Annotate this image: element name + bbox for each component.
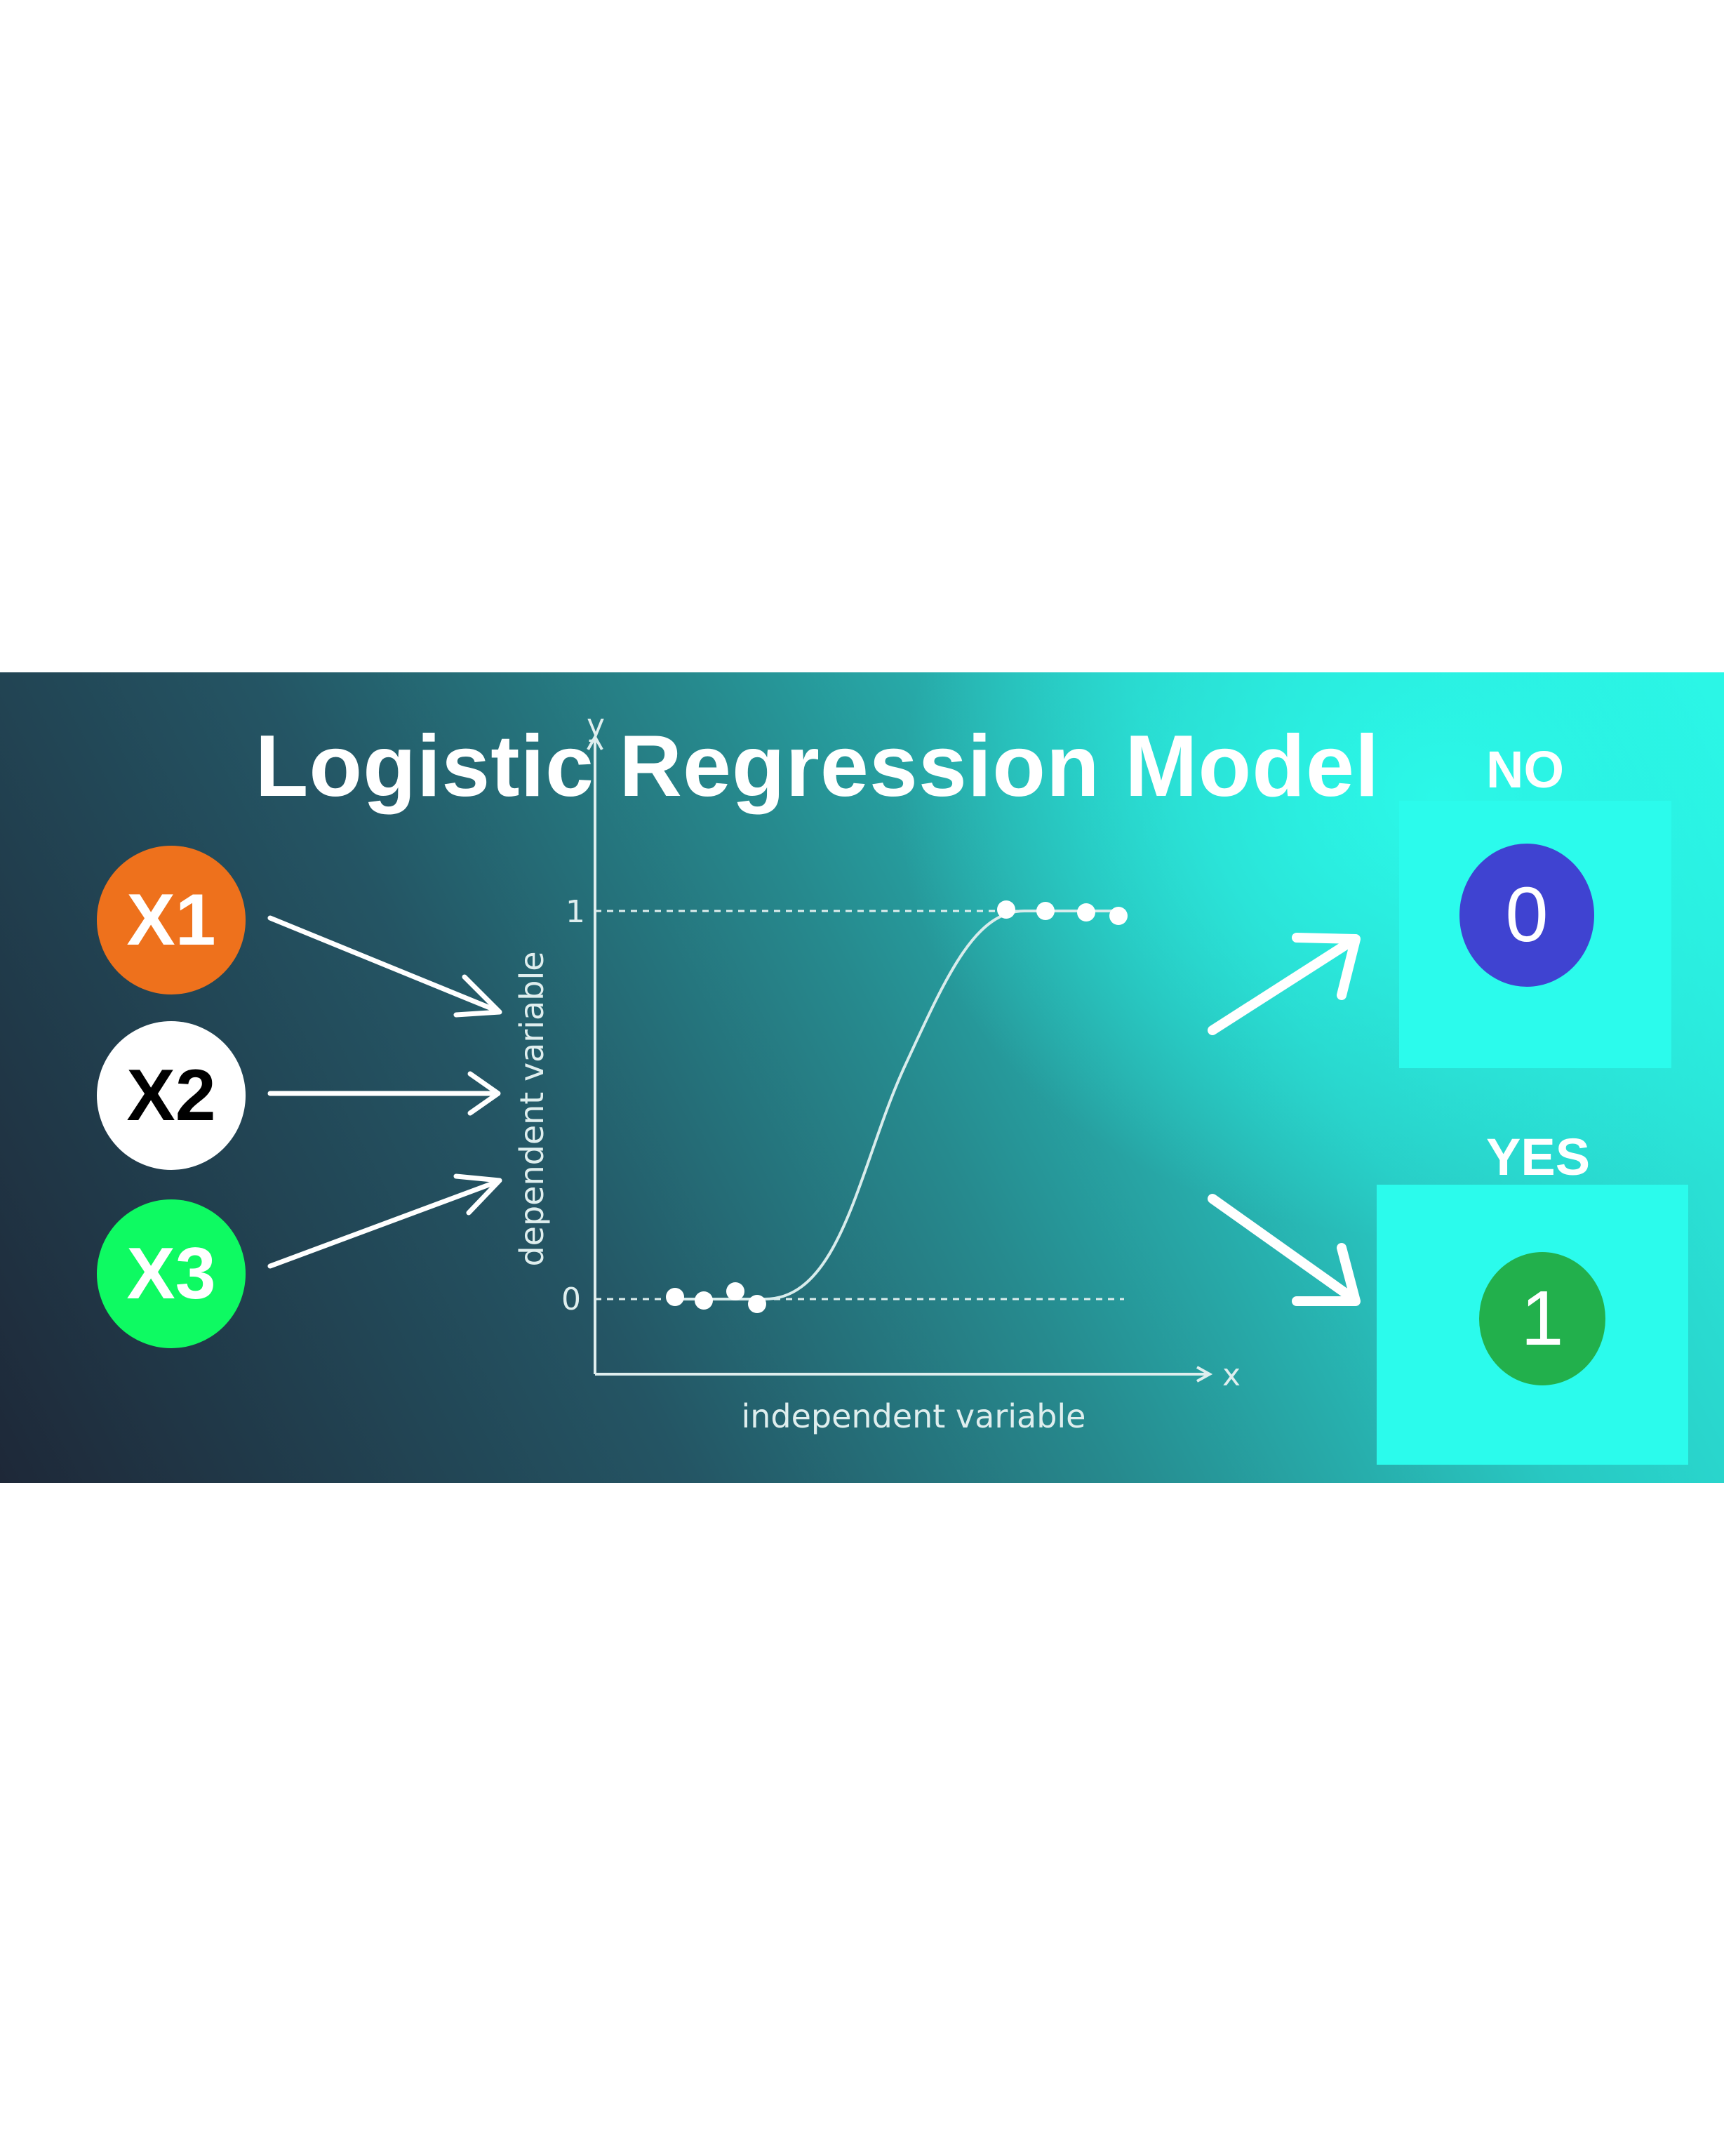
data-point: [726, 1282, 744, 1300]
y-axis-arrowhead: [587, 733, 603, 750]
arrow-x3-to-model: [267, 1173, 502, 1269]
data-point: [1036, 902, 1055, 920]
arrow-to-yes: [1208, 1194, 1361, 1306]
y-axis-label: dependent variable: [513, 951, 551, 1266]
sigmoid-curve: [674, 910, 1123, 1300]
arrow-to-no: [1208, 933, 1361, 1035]
diagram-banner: Logistic Regression Model X1 X2 X3 NO YE…: [0, 672, 1724, 1483]
x-axis-label: independent variable: [742, 1397, 1086, 1435]
output-label-no: NO: [1486, 740, 1564, 799]
output-value-text: 1: [1521, 1275, 1564, 1362]
arrow-x1-to-model: [267, 915, 502, 1018]
x-axis-letter: x: [1222, 1357, 1241, 1393]
input-node-x3: X3: [97, 1199, 246, 1348]
input-node-x2: X2: [97, 1021, 246, 1170]
output-value-no: 0: [1459, 844, 1594, 987]
x-axis-arrowhead: [1196, 1366, 1213, 1383]
arrow-x2-to-model: [267, 1071, 501, 1116]
y-tick-0: 0: [561, 1282, 581, 1317]
input-node-label: X3: [126, 1233, 216, 1315]
output-value-yes: 1: [1479, 1252, 1605, 1385]
input-node-label: X1: [126, 879, 216, 961]
y-axis-letter: y: [587, 707, 605, 743]
y-tick-1: 1: [566, 894, 585, 930]
data-point: [748, 1295, 766, 1313]
data-point: [695, 1291, 713, 1310]
data-point: [666, 1288, 684, 1306]
data-point: [997, 900, 1015, 919]
output-value-text: 0: [1505, 872, 1549, 958]
diagram-title: Logistic Regression Model: [255, 718, 1380, 815]
sigmoid-graph: y x 1 0 independent variable dependent v…: [267, 707, 1361, 1435]
data-point: [1109, 907, 1128, 925]
input-node-x1: X1: [97, 846, 246, 994]
data-point: [1077, 903, 1095, 921]
output-label-yes: YES: [1486, 1128, 1591, 1186]
input-node-label: X2: [126, 1055, 216, 1136]
